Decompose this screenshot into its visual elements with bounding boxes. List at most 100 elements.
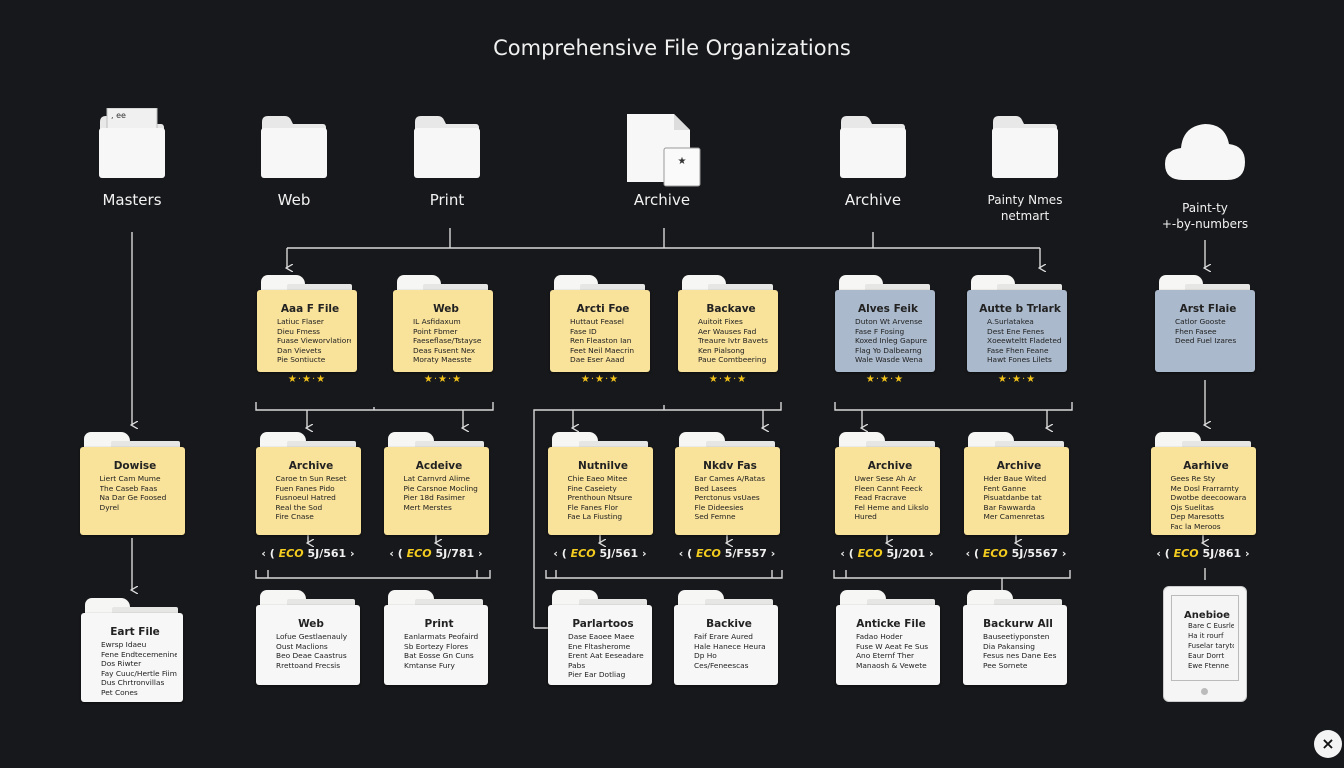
folder-item: Erent Aat Eeseadare bbox=[568, 651, 646, 661]
folder-body: Anticke FileFadao HoderFuse W Aeat Fe Su… bbox=[836, 605, 940, 685]
folder-item: Fleen Cannt Feeck bbox=[855, 484, 934, 494]
close-button[interactable]: × bbox=[1314, 730, 1342, 758]
folder-aarhive[interactable]: AarhiveGees Re StyMe Dosl FrarrarntyDwot… bbox=[1150, 432, 1256, 535]
top-node-paint-ty[interactable]: Paint-ty +-by-numbers bbox=[1130, 108, 1280, 232]
tablet-items: Bare C EusrleHa it rourfFuselar tarytolE… bbox=[1180, 621, 1234, 671]
folder-item: Mert Merstes bbox=[404, 503, 483, 513]
folder-title: Eart File bbox=[110, 626, 160, 638]
top-node-label-2: +-by-numbers bbox=[1161, 217, 1249, 231]
folder-parlartoos[interactable]: ParlartoosDase Eaoee MaeeEne Fltasherome… bbox=[548, 590, 652, 685]
folder-item: Ewrsp Idaeu bbox=[101, 640, 177, 650]
connector bbox=[834, 402, 1073, 411]
folder-item: Sb Eortezy Flores bbox=[404, 642, 482, 652]
folder-item: Hawt Fones Lilets bbox=[987, 355, 1061, 365]
folder-item: Dep Maresotts bbox=[1171, 512, 1250, 522]
folder-item: Pisuatdanbe tat bbox=[984, 493, 1063, 503]
folder-items: Lofue GestlaenaulyOust MaclionsBeo Deae … bbox=[268, 632, 354, 670]
eco-code-label: ‹ ( ECO 5J/861 › bbox=[1156, 547, 1250, 560]
folder-item: Bar Fawwarda bbox=[984, 503, 1063, 513]
folder-item: Bat Eosse Gn Cuns bbox=[404, 651, 482, 661]
folder-items: Lat Carnvrd AlimePie Carsnoe MoclingPier… bbox=[396, 474, 483, 512]
folder-body: Aaa F FileLatiuc FlaserDieu FmessFuase V… bbox=[257, 290, 357, 372]
top-node-label: Web bbox=[277, 191, 311, 209]
folder-item: Sed Femne bbox=[695, 512, 774, 522]
folder-item: Fuase Vieworvlatiore bbox=[277, 336, 351, 346]
folder-body: Arcti FoeHuttaut FeaselFase IDRen Fleast… bbox=[550, 290, 650, 372]
folder-nutnilve[interactable]: NutnilveChie Eaeo MiteeFine CaseietyPren… bbox=[547, 432, 653, 535]
folder-archive[interactable]: ArchiveHder Baue WitedFent GannePisuatda… bbox=[963, 432, 1069, 535]
folder-web[interactable]: WebLofue GestlaenaulyOust MaclionsBeo De… bbox=[256, 590, 360, 685]
folder-item: Aer Wauses Fad bbox=[698, 327, 772, 337]
folder-dowise[interactable]: DowiseLiert Cam MumeThe Caseb FaasNa Dar… bbox=[79, 432, 185, 535]
folder-body: ArchiveCaroe tn Sun ResetFuen Fanes Pido… bbox=[255, 447, 361, 535]
folder-item: Kmtanse Fury bbox=[404, 661, 482, 671]
folder-backave[interactable]: BackaveAuitoit FixesAer Wauses FadTreaur… bbox=[678, 275, 778, 372]
tablet-item: Eaur Dorrt bbox=[1188, 651, 1234, 661]
tablet-item: Ewe Ftenne bbox=[1188, 661, 1234, 671]
folder-title: Parlartoos bbox=[572, 618, 634, 630]
top-node-print[interactable]: Print bbox=[372, 108, 522, 208]
folder-item: Pie Sontiucte bbox=[277, 355, 351, 365]
eco-code: 5J/781 bbox=[435, 547, 475, 560]
top-node-label-2: netmart bbox=[1000, 209, 1050, 223]
folder-item: Fent Ganne bbox=[984, 484, 1063, 494]
folder-item: Me Dosl Frarrarnty bbox=[1171, 484, 1250, 494]
folder-title: Acdeive bbox=[415, 460, 463, 472]
folder-item: Fead Fracrave bbox=[855, 493, 934, 503]
folder-item: Pee Sornete bbox=[983, 661, 1061, 671]
eco-code: 5J/201 bbox=[886, 547, 926, 560]
folder-archive[interactable]: ArchiveCaroe tn Sun ResetFuen Fanes Pido… bbox=[255, 432, 361, 535]
top-node-label: Paint-ty bbox=[1182, 201, 1228, 215]
folder-title: Archive bbox=[288, 460, 334, 472]
folder-item: Deed Fuel Izares bbox=[1175, 336, 1249, 346]
folder-alves-feik[interactable]: Alves FeikDuton Wt ArvenseFase F FosingK… bbox=[835, 275, 935, 372]
rating-stars: ★·★·★ bbox=[997, 374, 1037, 385]
folder-item: Latiuc Flaser bbox=[277, 317, 351, 327]
folder-acdeive[interactable]: AcdeiveLat Carnvrd AlimePie Carsnoe Mocl… bbox=[383, 432, 489, 535]
folder-archive[interactable]: ArchiveUwer Sese Ah ArFleen Cannt FeeckF… bbox=[834, 432, 940, 535]
rating-stars: ★·★·★ bbox=[580, 374, 620, 385]
folder-autte-b-trlark[interactable]: Autte b TrlarkA.SurlatakeaDest Ene Fenes… bbox=[967, 275, 1067, 372]
folder-items: Caroe tn Sun ResetFuen Fanes PidoFusnoeu… bbox=[268, 474, 355, 522]
rating-stars: ★·★·★ bbox=[865, 374, 905, 385]
folder-icon bbox=[259, 108, 329, 180]
eco-tag: ECO bbox=[695, 547, 721, 560]
top-node-masters[interactable]: , ee Masters bbox=[57, 107, 207, 209]
folder-items: Latiuc FlaserDieu FmessFuase Vieworvlati… bbox=[269, 317, 351, 365]
folder-arcti-foe[interactable]: Arcti FoeHuttaut FeaselFase IDRen Fleast… bbox=[550, 275, 650, 372]
folder-aaa-f-file[interactable]: Aaa F FileLatiuc FlaserDieu FmessFuase V… bbox=[257, 275, 357, 372]
connector bbox=[255, 570, 491, 579]
folder-anticke-file[interactable]: Anticke FileFadao HoderFuse W Aeat Fe Su… bbox=[836, 590, 940, 685]
folder-item: Faif Erare Aured bbox=[694, 632, 772, 642]
folder-backive[interactable]: BackiveFaif Erare AuredHale Hanece Heura… bbox=[674, 590, 778, 685]
top-node-archive[interactable]: Archive bbox=[798, 108, 948, 208]
connector bbox=[533, 402, 782, 629]
folder-item: Moraty Maesste bbox=[413, 355, 487, 365]
folder-item: Duton Wt Arvense bbox=[855, 317, 929, 327]
eco-code-label: ‹ ( ECO 5J/561 › bbox=[261, 547, 355, 560]
folder-item: Flag Yo Dalbearng bbox=[855, 346, 929, 356]
folder-nkdv-fas[interactable]: Nkdv FasEar Cames A/RatasBed LaseesPerct… bbox=[674, 432, 780, 535]
folder-body: DowiseLiert Cam MumeThe Caseb FaasNa Dar… bbox=[79, 447, 185, 535]
folder-item: Dest Ene Fenes bbox=[987, 327, 1061, 337]
top-node-archive[interactable]: ★Archive bbox=[587, 108, 737, 208]
folder-eart-file[interactable]: Eart FileEwrsp IdaeuFene EndtecemenineDo… bbox=[81, 598, 183, 702]
folder-title: Nutnilve bbox=[578, 460, 628, 472]
tablet-device[interactable]: AnebioeBare C EusrleHa it rourfFuselar t… bbox=[1163, 586, 1247, 702]
folder-title: Alves Feik bbox=[857, 303, 919, 315]
folder-items: A.SurlatakeaDest Ene FenesXoeewteltt Fla… bbox=[979, 317, 1061, 365]
folder-backurw-all[interactable]: Backurw AllBauseetiyponstenDia Pakansing… bbox=[963, 590, 1067, 685]
folder-print[interactable]: PrintEanlarmats PeofairdSb Eortezy Flore… bbox=[384, 590, 488, 685]
folder-item: Fuse W Aeat Fe Sus bbox=[856, 642, 934, 652]
top-node-label: Masters bbox=[102, 191, 162, 209]
folder-arst-flaie[interactable]: Arst FlaieCatlor GoosteFhen FaseeDeed Fu… bbox=[1155, 275, 1255, 372]
folder-title: Backave bbox=[706, 303, 756, 315]
eco-code: 5/F557 bbox=[724, 547, 767, 560]
folder-with-files-icon: , ee bbox=[97, 107, 167, 180]
folder-items: Auitoit FixesAer Wauses FadTreaure Ivtr … bbox=[690, 317, 772, 365]
folder-item: Fhen Fasee bbox=[1175, 327, 1249, 337]
folder-web[interactable]: WebIL AsfidaxumPoint FbmerFaeseflase/Tst… bbox=[393, 275, 493, 372]
top-node-web[interactable]: Web bbox=[219, 108, 369, 208]
folder-item: Pier Ear Dotliag bbox=[568, 670, 646, 680]
